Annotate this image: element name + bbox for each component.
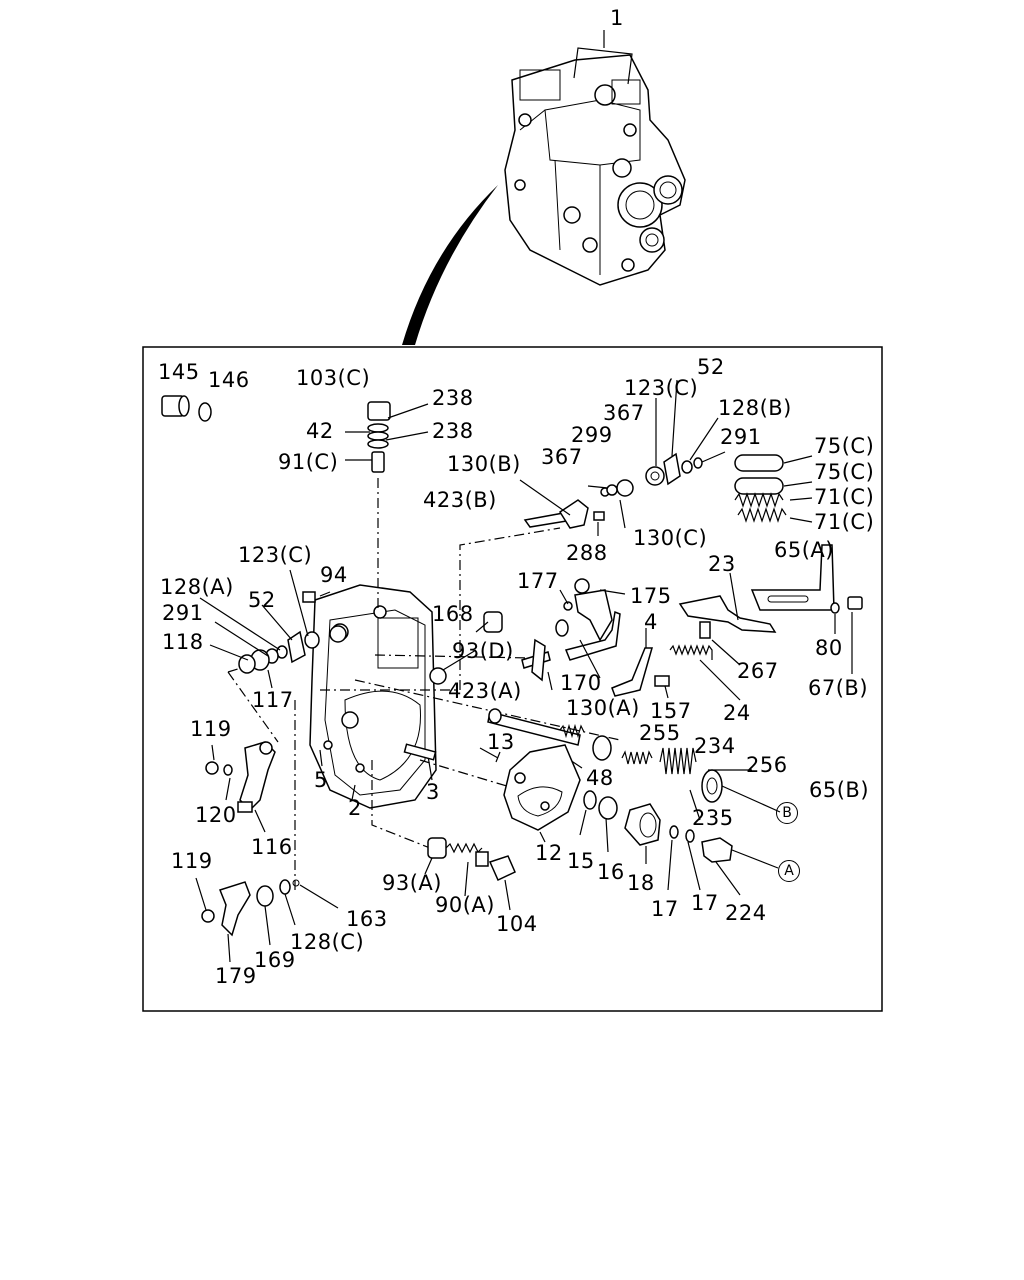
- part-label-104: 104: [496, 912, 538, 936]
- part-label-116: 116: [251, 835, 293, 859]
- part-label-67b: 67(B): [808, 676, 869, 700]
- lever-116: [205, 741, 276, 833]
- part-label-18: 18: [627, 871, 655, 895]
- part-label-52-top: 52: [697, 355, 725, 379]
- part-label-238-lower: 238: [432, 419, 474, 443]
- part-label-267: 267: [737, 659, 779, 683]
- lever-179: [195, 877, 339, 963]
- part-label-367-upper: 367: [603, 401, 645, 425]
- bracket-65a: [750, 544, 863, 674]
- assembly-pointer: [402, 185, 498, 345]
- part-label-123c-left: 123(C): [238, 543, 313, 567]
- part-label-117: 117: [252, 688, 294, 712]
- part-label-255: 255: [639, 721, 681, 745]
- part-label-175: 175: [630, 584, 672, 608]
- part-label-1: 1: [610, 6, 624, 30]
- part-label-23: 23: [708, 552, 736, 576]
- part-label-423a: 423(A): [448, 679, 522, 703]
- plug-stack-103: [345, 401, 429, 473]
- pump-assembly-illustration: [504, 30, 686, 286]
- collars-15-16-18-17: [579, 790, 779, 896]
- part-label-130b: 130(B): [447, 452, 521, 476]
- rollers-springs-75c-71c: [734, 454, 813, 523]
- governor-weight-12: [503, 744, 581, 843]
- part-label-93d: 93(D): [452, 639, 514, 663]
- washer-stack-123c-52: [645, 379, 726, 486]
- part-label-15: 15: [567, 849, 595, 873]
- governor-housing: [309, 584, 437, 809]
- part-label-163: 163: [346, 907, 388, 931]
- part-label-291-top: 291: [720, 425, 762, 449]
- part-label-120: 120: [195, 803, 237, 827]
- part-label-367-lower: 367: [541, 445, 583, 469]
- part-label-17-b: 17: [691, 891, 719, 915]
- part-label-130c: 130(C): [633, 526, 708, 550]
- part-label-234: 234: [694, 734, 736, 758]
- part-label-170: 170: [560, 671, 602, 695]
- part-label-65a: 65(A): [774, 538, 834, 562]
- part-label-119-upper: 119: [190, 717, 232, 741]
- callout-a: A: [778, 860, 800, 882]
- part-label-2: 2: [348, 796, 362, 820]
- spring-24: [669, 644, 713, 660]
- part-label-94: 94: [320, 563, 348, 587]
- part-label-123c-top: 123(C): [624, 376, 699, 400]
- part-label-291-left: 291: [162, 601, 204, 625]
- part-label-145: 145: [158, 360, 200, 384]
- part-label-128a: 128(A): [160, 575, 234, 599]
- part-label-288: 288: [566, 541, 608, 565]
- part-label-130a: 130(A): [566, 696, 640, 720]
- part-label-17-a: 17: [651, 897, 679, 921]
- part-label-423b: 423(B): [423, 488, 497, 512]
- part-label-177: 177: [517, 569, 559, 593]
- part-label-169: 169: [254, 948, 296, 972]
- part-label-13: 13: [487, 730, 515, 754]
- part-label-119-lower: 119: [171, 849, 213, 873]
- part-label-146: 146: [208, 368, 250, 392]
- part-label-75c-a: 75(C): [814, 434, 875, 458]
- lever-130b: [519, 479, 634, 536]
- part-label-224: 224: [725, 901, 767, 925]
- part-label-118: 118: [162, 630, 204, 654]
- part-label-238-upper: 238: [432, 386, 474, 410]
- part-label-299: 299: [571, 423, 613, 447]
- washer-stack-left: [199, 569, 347, 689]
- part-label-103c: 103(C): [296, 366, 371, 390]
- part-label-157: 157: [650, 699, 692, 723]
- part-label-93a: 93(A): [382, 871, 442, 895]
- fasteners-93a-90a-104: [424, 837, 516, 911]
- part-label-168: 168: [432, 602, 474, 626]
- part-label-90a: 90(A): [435, 893, 495, 917]
- part-label-80: 80: [815, 636, 843, 660]
- part-label-91c: 91(C): [278, 450, 339, 474]
- part-label-128c: 128(C): [290, 930, 365, 954]
- pin-423a-nut-93d: [429, 611, 553, 691]
- part-label-256: 256: [746, 753, 788, 777]
- part-label-4: 4: [644, 610, 658, 634]
- part-label-235: 235: [692, 806, 734, 830]
- part-label-52-left: 52: [248, 588, 276, 612]
- brackets-130a-170-175: [555, 578, 670, 699]
- diagram-frame: [142, 346, 883, 1012]
- part-label-71c-b: 71(C): [814, 510, 875, 534]
- part-label-128b: 128(B): [718, 396, 792, 420]
- part-label-42: 42: [306, 419, 334, 443]
- lever-23: [678, 572, 777, 666]
- part-label-179: 179: [215, 964, 257, 988]
- part-label-3: 3: [426, 780, 440, 804]
- part-label-16: 16: [597, 860, 625, 884]
- part-label-24: 24: [723, 701, 751, 725]
- part-label-12: 12: [535, 841, 563, 865]
- shaft-48-assembly: [487, 708, 781, 821]
- part-label-65b: 65(B): [809, 778, 870, 802]
- part-label-75c-b: 75(C): [814, 460, 875, 484]
- callout-b: B: [776, 802, 798, 824]
- nut-145-ring-146: [161, 395, 212, 422]
- part-label-48: 48: [586, 766, 614, 790]
- part-label-71c-a: 71(C): [814, 485, 875, 509]
- part-label-5: 5: [314, 768, 328, 792]
